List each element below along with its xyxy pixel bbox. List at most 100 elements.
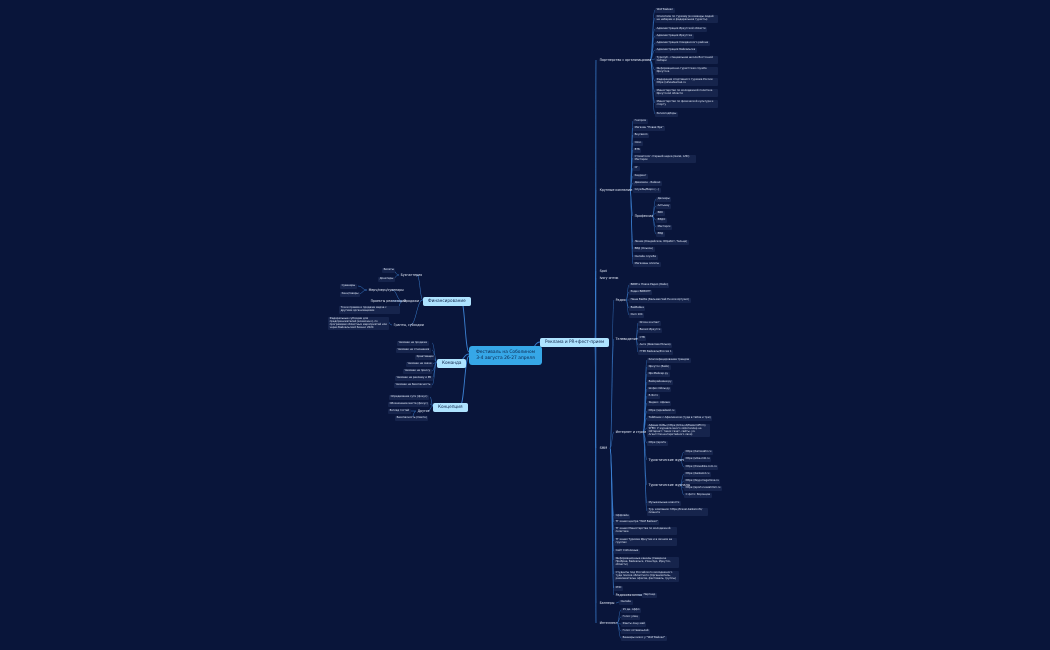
company-item[interactable]: Стоматолог старший нерка (Garel, АЛС) Ма… — [633, 155, 697, 163]
partners-item[interactable]: Информационно-туристская служба Иркутска — [655, 67, 719, 75]
partners-item[interactable]: Спасатели по туризму (в команды людей не… — [655, 15, 719, 23]
smm-item[interactable]: Оффлайн — [614, 513, 631, 519]
team-item[interactable]: Человек на продажи — [397, 340, 429, 346]
banners-item[interactable]: Онлайн — [619, 599, 633, 605]
ads-intermedia[interactable]: Интеллект — [599, 621, 618, 625]
tv-item[interactable]: Анга (Ямалова Юлька) — [638, 342, 673, 348]
team-item[interactable]: Креативщик — [415, 354, 436, 360]
specials-item[interactable]: https://vibe-mili.ru — [684, 456, 712, 462]
online-item[interactable]: Тайбоник с Афиликасом (туда в табле и тр… — [647, 415, 713, 421]
branch-team[interactable]: Команда — [437, 359, 467, 368]
radio-item[interactable]: Вайбейна — [629, 305, 646, 311]
smm-item[interactable]: Радиосвязанное — [615, 593, 643, 597]
smm-item[interactable]: ТГ канал Туризма Иркутии и в личном ее г… — [614, 538, 678, 546]
finance-partners-sales[interactable]: Точки приема и продажи мерча с другими о… — [339, 306, 401, 314]
ads-banners[interactable]: Баннеры — [599, 601, 615, 605]
ads-ivory[interactable]: Ivory оптик — [599, 276, 619, 280]
company-item[interactable]: Ozon — [633, 140, 643, 146]
online-item[interactable]: https://иркайвой.ru — [647, 408, 676, 414]
company-item[interactable]: Онлайн служба — [633, 254, 658, 260]
intermedia-item[interactable]: Баннеры кикос у "Wolf Байкал" — [621, 635, 667, 641]
online-item[interactable]: ИркМейкер.ру — [647, 371, 670, 377]
team-item[interactable]: Человек на рекламу и PR — [395, 375, 433, 381]
intermedia-item[interactable]: 15 де. оффл — [621, 607, 642, 613]
radio-item[interactable]: Наше Вайбе (Бальзам Чай Ен или Артузис) — [629, 297, 691, 303]
finance-souvenirs[interactable]: Сувениры — [340, 283, 357, 289]
team-item[interactable]: Человек на прессу — [403, 368, 432, 374]
partner-word[interactable]: Партнер — [642, 592, 657, 598]
radio-item[interactable]: ВИБЕ и Новое Радио (Байк) — [629, 282, 670, 288]
finance-stationery[interactable]: Канцтовары — [340, 291, 360, 297]
partners-item[interactable]: Wolf Байкал — [655, 7, 675, 13]
radio-item[interactable]: Dum 104 — [629, 312, 645, 318]
online-item[interactable]: Вайкрайниши.ру — [647, 379, 674, 385]
concept-item[interactable]: Определение сути (фокус) — [389, 394, 429, 400]
ads-smm[interactable]: SMM — [599, 446, 608, 450]
online-item[interactable]: Афиши Ойбы (https://iriba.ult/feeler/off… — [647, 424, 711, 438]
company-item[interactable]: ВТБ — [633, 147, 642, 153]
finance-grants[interactable]: Гранты, субсидии — [393, 323, 424, 327]
specials-item[interactable]: https://tumsvafni.ru — [684, 449, 713, 455]
online-specials[interactable]: Туристические журналы — [648, 458, 691, 462]
partners-item[interactable]: Турклуб - специальная школа Восточной Си… — [655, 56, 719, 64]
trips-item[interactable]: https://tayp.megamine.ru — [684, 478, 721, 484]
tv-item[interactable]: ГТРК Байкалы/Россия 1 — [638, 349, 674, 355]
tv-item[interactable]: СТВ — [638, 335, 647, 341]
specials-item[interactable]: https://travellika.com.ru — [684, 464, 719, 470]
company-item[interactable]: Кедринг — [633, 173, 648, 179]
company-item[interactable]: СГ — [633, 165, 640, 171]
partners-item[interactable]: Администрация Иркутской области — [655, 26, 708, 32]
branch-ads[interactable]: Реклама и PR+фест-прием — [540, 338, 610, 347]
tv-item[interactable]: Веселі Иркутск — [638, 327, 662, 333]
smm-item[interactable]: МЧС — [614, 585, 624, 591]
company-item[interactable]: Магазин "Новая Эра" — [633, 125, 666, 131]
ads-partners[interactable]: Партнерство с организациями — [599, 58, 652, 62]
ads-spot[interactable]: Spot — [599, 269, 607, 273]
trips-item[interactable]: https://baikalod.ru — [684, 471, 711, 477]
intermedia-item[interactable]: Голос сотавечьлей — [621, 628, 651, 634]
online-item[interactable]: Ш.фис.Ойлы.ру — [647, 386, 672, 392]
branch-finance[interactable]: Финансирование — [423, 297, 471, 306]
partners-item[interactable]: Администрация Слюдянского района — [655, 40, 710, 46]
partners-item[interactable]: Региоподборы — [655, 111, 678, 117]
smm-tv[interactable]: Телевидение — [615, 337, 638, 341]
finance-products[interactable]: Проекты реализации — [370, 299, 407, 303]
profession-item[interactable]: Деснеры — [656, 196, 672, 202]
finance-merch[interactable]: Мерч/мерч/сувениры — [368, 288, 404, 292]
intermedia-item[interactable]: Голос улиц — [621, 614, 640, 620]
online-trips[interactable]: Туристические журналы — [648, 483, 691, 487]
company-item[interactable]: Вкусвилл — [633, 132, 650, 138]
smm-item[interactable]: Информационные каналы (Северное Прибрае,… — [614, 557, 680, 568]
profession-item[interactable]: ЕВД — [656, 231, 665, 237]
smm-item[interactable]: ТГ канал центра "Wolf Байкал" — [614, 519, 660, 525]
team-item[interactable]: Человек на связи — [406, 361, 434, 367]
company-item[interactable]: Газпром — [633, 118, 648, 124]
partners-item[interactable]: Администрация Иркутска — [655, 33, 694, 39]
profession-item[interactable]: ББК — [656, 210, 665, 216]
partners-item[interactable]: Министерство по молодежной политике Ирку… — [655, 89, 719, 97]
team-item[interactable]: Человек на безопасность — [394, 382, 433, 388]
smm-item[interactable]: ТГ канал Министерства по молодежной поли… — [614, 527, 678, 535]
finance-grants-note[interactable]: Федеральные субсидии для предпринимателе… — [328, 317, 390, 331]
company-item[interactable]: ВВД (Ольхон) — [633, 246, 655, 252]
team-item[interactable]: Человек на отношения — [396, 347, 431, 353]
central-topic[interactable]: Фестиваль на Соболином 3-4 августа 26-27… — [469, 346, 543, 366]
concept-other[interactable]: Другое — [417, 409, 430, 413]
online-item[interactable]: https://sports — [647, 440, 668, 446]
ads-professions[interactable]: Профессии — [634, 214, 654, 218]
company-item[interactable]: Дивизион - Байкал — [633, 180, 662, 186]
online-music[interactable]: Музыкальные новости — [647, 500, 681, 506]
smm-item[interactable]: Студенты под Российского молодежного туд… — [614, 571, 680, 582]
online-item[interactable]: Иркутск (Байк) — [647, 364, 671, 370]
smm-radio[interactable]: Радио — [615, 298, 626, 302]
partners-item[interactable]: Министерство по физической культуре и сп… — [655, 100, 719, 108]
concept-item[interactable]: Обозначение места (фокус) — [388, 401, 430, 407]
online-item[interactable]: Яндекс. Афиша — [647, 400, 672, 406]
trips-item[interactable]: С фото: Воронцов — [684, 492, 712, 498]
finance-donations[interactable]: Донатеры — [378, 276, 395, 282]
ads-companies[interactable]: Крупные компании — [599, 188, 632, 192]
trips-item[interactable]: https://sport-russiahmm.ru — [684, 485, 723, 491]
profession-item[interactable]: Алтынау — [656, 203, 671, 209]
partners-item[interactable]: Администрация Байкальска — [655, 47, 697, 53]
company-item[interactable]: Службы/Бюро (...) — [633, 187, 661, 193]
